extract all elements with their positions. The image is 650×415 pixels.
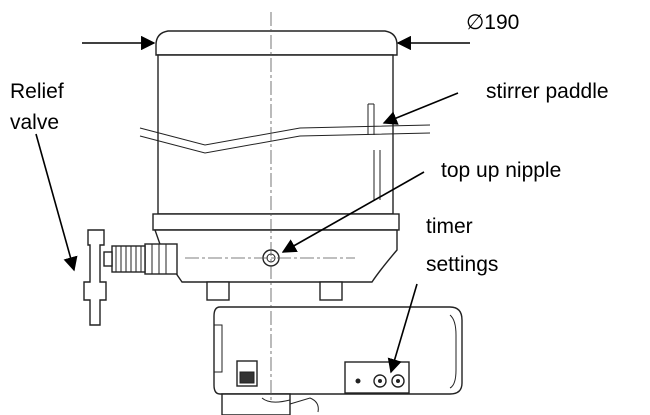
timer-knob-left-inner	[378, 379, 382, 383]
timer-housing-left-step	[214, 324, 223, 373]
outlet-fitting	[261, 397, 319, 413]
stirrer-paddle-label: stirrer paddle	[486, 80, 609, 103]
relief-leader-arrow	[35, 133, 78, 272]
reservoir-lid	[155, 30, 398, 56]
timer-settings-label-line2: settings	[426, 253, 499, 276]
pump-foot-left	[206, 281, 230, 301]
stirrer-paddle-lower	[373, 150, 381, 200]
break-line-lower	[139, 132, 431, 154]
relief-valve-label-line2: valve	[10, 111, 60, 134]
top-up-leader-arrow	[281, 171, 425, 253]
timer-settings-label-line1: timer	[426, 215, 473, 238]
relief-valve-body	[83, 229, 107, 326]
diameter-label: ∅190	[466, 11, 520, 34]
timer-led	[355, 378, 361, 384]
relief-valve-label-line1: Relief	[10, 80, 64, 103]
timer-lower-body	[221, 393, 291, 415]
timer-housing-right-cap	[449, 314, 457, 389]
timer-knob-right-inner	[396, 379, 400, 383]
relief-valve-nut	[111, 245, 146, 273]
relief-valve-fitting	[144, 243, 178, 275]
timer-leader-arrow	[387, 283, 418, 374]
top-up-nipple-label: top up nipple	[441, 159, 562, 182]
relief-valve-threads	[151, 244, 167, 274]
break-line-upper	[139, 124, 431, 146]
stirrer-paddle	[367, 103, 375, 135]
relief-valve-nut-lines	[115, 246, 142, 272]
pump-foot-right	[319, 281, 343, 301]
stirrer-leader-arrow	[382, 92, 459, 125]
power-switch-rocker	[239, 371, 255, 384]
reservoir-flange	[152, 213, 400, 231]
relief-valve-stem	[103, 251, 113, 267]
